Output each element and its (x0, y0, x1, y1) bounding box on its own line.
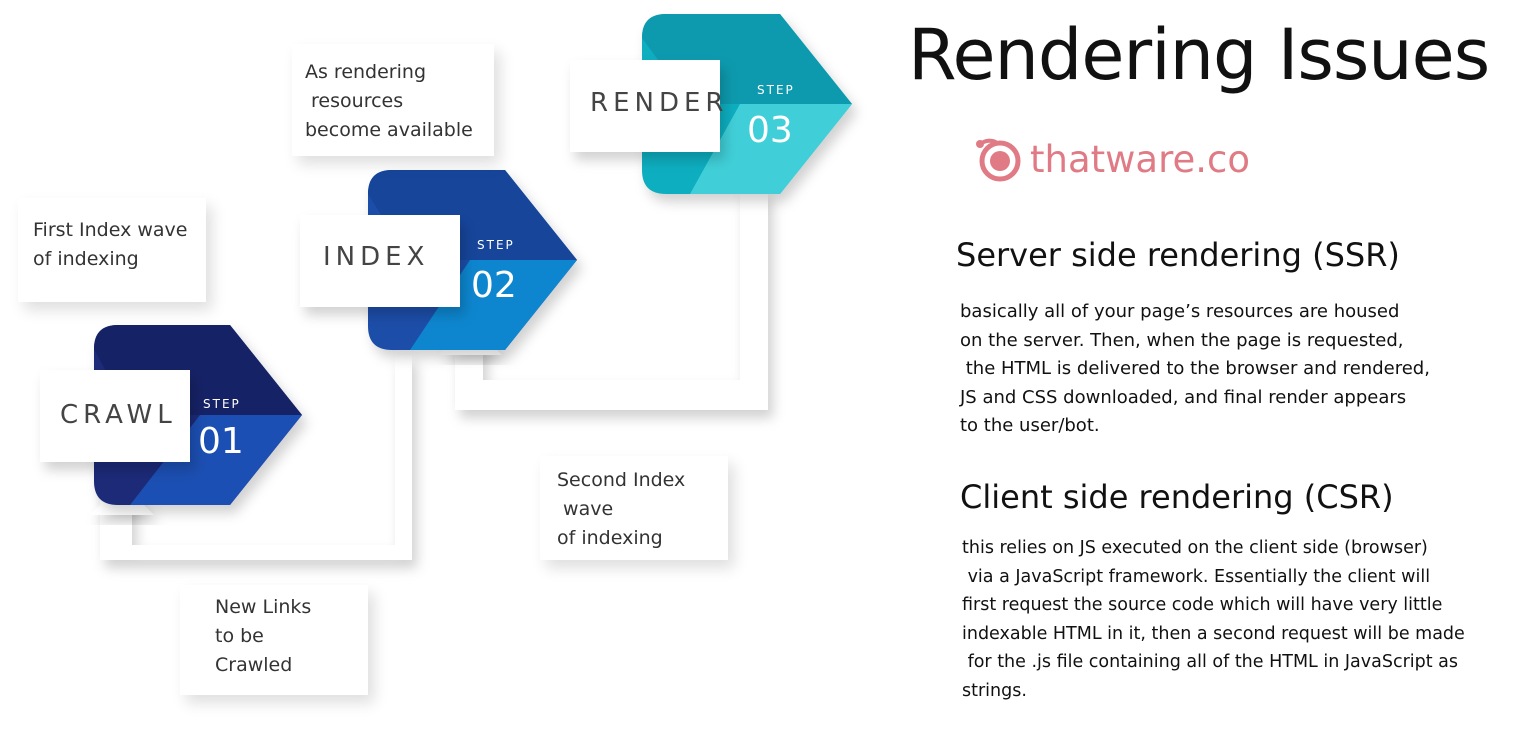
step-1-step-word: STEP (203, 397, 241, 411)
step-2-name: INDEX (323, 242, 430, 272)
crawl-label-card (40, 370, 190, 462)
render-label-card (570, 60, 720, 152)
index-label-card (300, 215, 460, 307)
csr-text: this relies on JS executed on the client… (962, 538, 1465, 701)
note-new-links: New Links to be Crawled (180, 585, 368, 695)
brand-logo: thatware.co (972, 136, 1250, 182)
step-2-step-word: STEP (477, 238, 515, 252)
page-title: Rendering Issues (908, 14, 1490, 96)
note-rendering-resources: As rendering resources become available (292, 44, 494, 156)
note-first-index-wave: First Index wave of indexing (18, 198, 206, 302)
flow-connectors (100, 190, 768, 560)
step-3-name: RENDER (590, 88, 729, 118)
step-3-number: 03 (747, 110, 793, 151)
note-second-index-wave: Second Index wave of indexing (540, 456, 728, 560)
logo-icon (976, 138, 1021, 182)
step-1-name: CRAWL (60, 400, 177, 430)
step-3-step-word: STEP (757, 83, 795, 97)
ssr-heading: Server side rendering (SSR) (956, 236, 1400, 274)
ssr-text: basically all of your page’s resources a… (960, 301, 1430, 436)
process-diagram (40, 14, 852, 560)
csr-heading: Client side rendering (CSR) (960, 478, 1394, 516)
step-1-number: 01 (198, 421, 244, 462)
step-2-number: 02 (471, 265, 517, 306)
brand-name: thatware.co (1030, 137, 1250, 181)
